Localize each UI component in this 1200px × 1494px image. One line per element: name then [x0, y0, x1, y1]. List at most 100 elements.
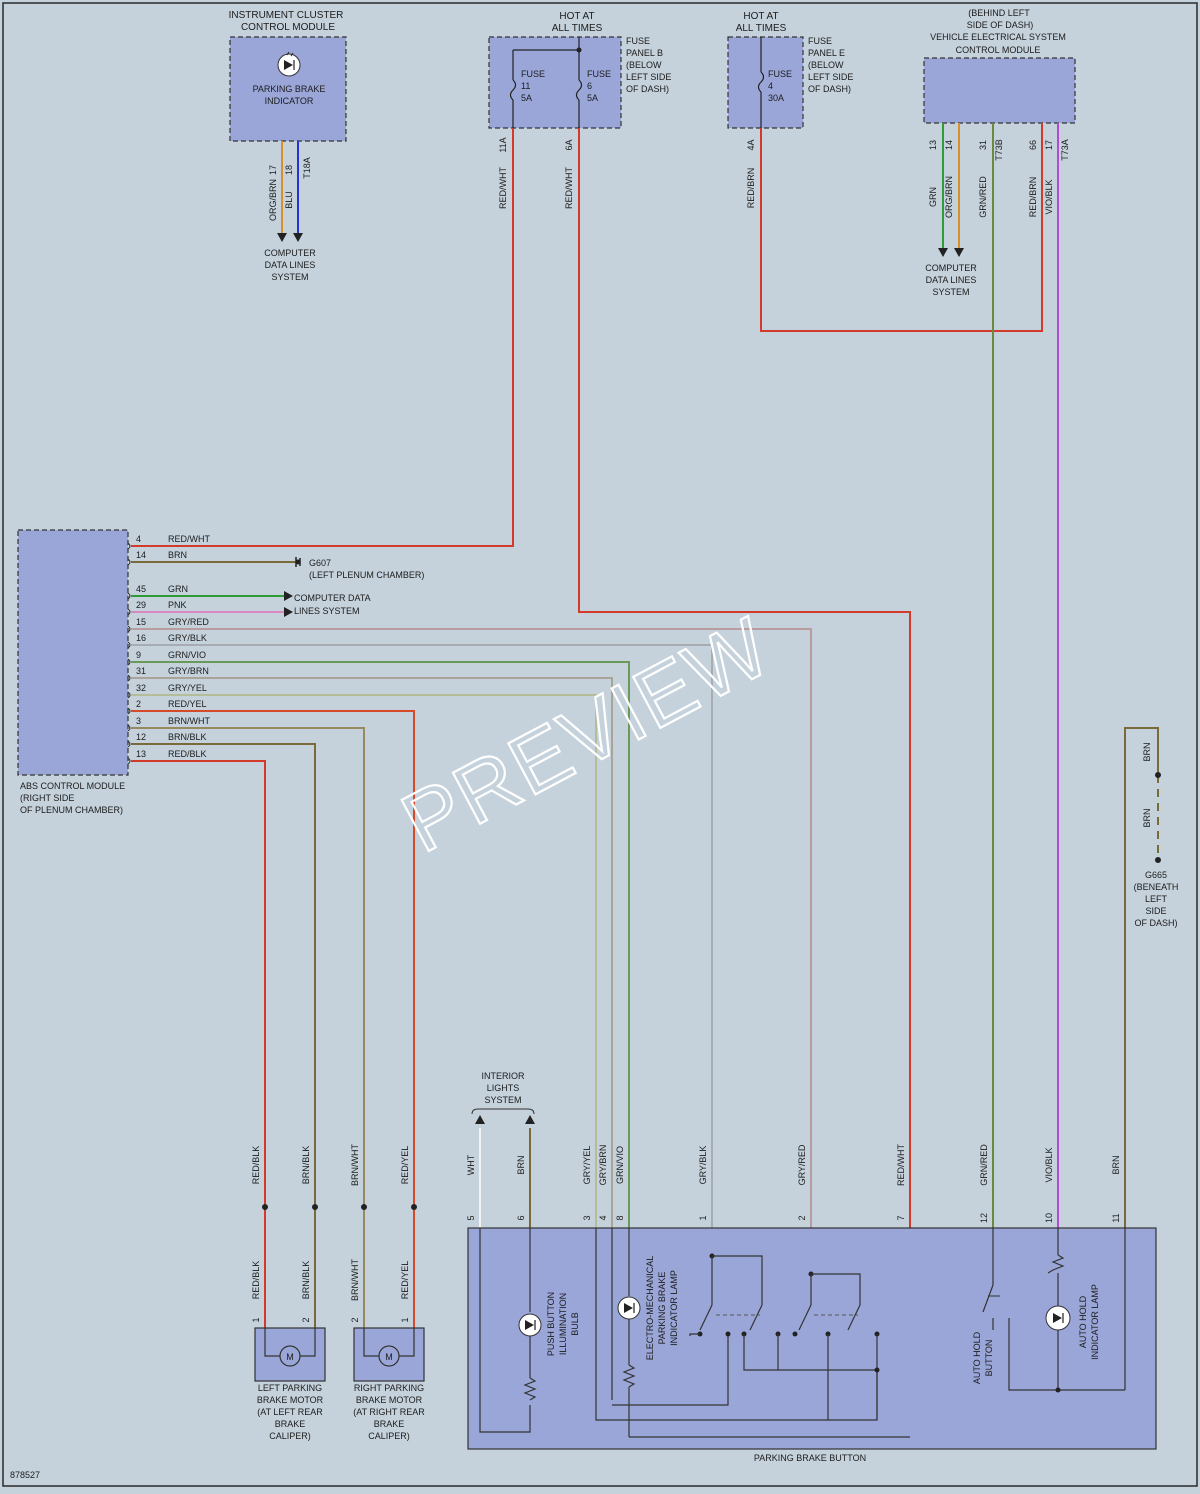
- arrow-down-icon: [954, 248, 964, 257]
- motor-symbol: M: [286, 1352, 294, 1362]
- fuse-e-hot-2: ALL TIMES: [736, 23, 787, 34]
- wire-gry-yel: [131, 694, 597, 1228]
- right-motor-l2: BRAKE MOTOR: [356, 1395, 423, 1405]
- button-pin-number: 6: [516, 1215, 526, 1220]
- button-wire-color: BRN: [516, 1155, 526, 1174]
- cdl-2-line1: COMPUTER: [925, 263, 977, 273]
- ground-g607: G607 (LEFT PLENUM CHAMBER): [295, 557, 424, 580]
- fuse-b-hot-1: HOT AT: [559, 11, 594, 22]
- cluster-pin-17: 17: [268, 165, 278, 175]
- fuse-pin-labels: 11A 6A 4A RED/WHT RED/WHT RED/BRN: [498, 137, 756, 209]
- vesc-wire-66: RED/BRN: [1028, 177, 1038, 218]
- abs-pin-number: 12: [136, 732, 146, 742]
- fuse-panel-b: HOT AT ALL TIMES FUSE 11 5A FUSE 6 5A FU…: [488, 11, 671, 129]
- arrow-right-icon: [284, 591, 293, 601]
- motor-wire-color-lower: BRN/BLK: [301, 1261, 311, 1300]
- fuse-b-hot-2: ALL TIMES: [552, 23, 603, 34]
- vesc-connector-t73a: T73A: [1060, 139, 1070, 161]
- cdl-2-line3: SYSTEM: [932, 287, 969, 297]
- fuse-b-side-1: FUSE: [626, 36, 650, 46]
- abs-pin-number: 9: [136, 650, 141, 660]
- vesc-box: [923, 57, 1076, 124]
- splice-dot: [312, 1204, 318, 1210]
- left-motor-l5: CALIPER): [269, 1431, 311, 1441]
- vesc-pin-14: 14: [944, 140, 954, 150]
- bulb-icon: [518, 1313, 542, 1337]
- cluster-inner-2: INDICATOR: [265, 96, 314, 106]
- push-bulb-l1: PUSH BUTTON: [546, 1292, 556, 1356]
- g665-wire-2: BRN: [1142, 808, 1152, 827]
- connector-pin: [127, 740, 131, 748]
- motor-icon: [378, 1345, 400, 1367]
- motor-pin-number: 1: [251, 1317, 261, 1322]
- abs-pin-number: 29: [136, 600, 146, 610]
- motor-icon: [279, 1345, 301, 1367]
- cdl-1-line3: SYSTEM: [271, 272, 308, 282]
- fuse-b-side-3: (BELOW: [626, 60, 662, 70]
- ground-g665: BRN BRN G665 (BENEATH LEFT SIDE OF DASH): [1134, 742, 1179, 928]
- right-motor-l3: (AT RIGHT REAR: [353, 1407, 425, 1417]
- arrow-down-icon: [277, 233, 287, 242]
- abs-wire-color: GRN/VIO: [168, 650, 206, 660]
- cluster-inner-1: PARKING BRAKE: [253, 84, 326, 94]
- wire-red-yel: [131, 710, 415, 1328]
- wire-gry-brn: [131, 677, 613, 1228]
- cdl-abs-line1: COMPUTER DATA: [294, 593, 371, 603]
- resistor-icon: [622, 1364, 636, 1388]
- cluster-connector: T18A: [302, 157, 312, 179]
- button-pin-number: 3: [582, 1215, 592, 1220]
- connector-pin: [127, 724, 131, 732]
- abs-pin-number: 32: [136, 683, 146, 693]
- splice-dot: [262, 1204, 268, 1210]
- button-title: PARKING BRAKE BUTTON: [754, 1453, 866, 1463]
- vesc-title-3: VEHICLE ELECTRICAL SYSTEM: [930, 32, 1066, 42]
- motor-wire-color-lower: RED/YEL: [400, 1261, 410, 1300]
- connector-pin: [127, 608, 131, 616]
- fuse-6-l2: 6: [587, 81, 592, 91]
- cdl-1-line1: COMPUTER: [264, 248, 316, 258]
- cluster-title-2: CONTROL MODULE: [241, 22, 335, 33]
- button-pin-number: 1: [698, 1215, 708, 1220]
- arrow-up-icon: [475, 1115, 485, 1124]
- abs-pin-number: 13: [136, 749, 146, 759]
- button-pin-number: 5: [466, 1215, 476, 1220]
- button-wire-color: VIO/BLK: [1044, 1147, 1054, 1182]
- ground-icon: [295, 559, 301, 565]
- interior-l2: LIGHTS: [487, 1083, 520, 1093]
- g665-l3: LEFT: [1145, 894, 1168, 904]
- connector-pin: [127, 625, 131, 633]
- resistor-icon: [1047, 1254, 1065, 1274]
- button-pin-number: 7: [896, 1215, 906, 1220]
- wire-gry-red: [131, 628, 812, 1228]
- connector-pin: [127, 542, 131, 550]
- vesc-pin-31: 31: [978, 140, 988, 150]
- left-motor-l3: (AT LEFT REAR: [257, 1407, 323, 1417]
- arrow-down-icon: [938, 248, 948, 257]
- wire-red-wht-button: [578, 128, 911, 1228]
- fuse-pin-6a: 6A: [564, 139, 574, 150]
- instrument-cluster-module: INSTRUMENT CLUSTER CONTROL MODULE PARKIN…: [229, 10, 347, 142]
- wire-gry-blk: [131, 644, 713, 1228]
- abs-wire-color: GRY/YEL: [168, 683, 207, 693]
- abs-pin-number: 31: [136, 666, 146, 676]
- fuse-icon: [509, 79, 517, 101]
- button-wire-color: GRN/VIO: [615, 1146, 625, 1184]
- motor-pin-number: 1: [400, 1317, 410, 1322]
- motor-wire-color-lower: BRN/WHT: [350, 1259, 360, 1301]
- push-bulb-l2: ILLUMINATION: [558, 1293, 568, 1355]
- fuse-icon: [575, 79, 583, 101]
- fuse-wire-6a: RED/WHT: [564, 167, 574, 209]
- left-motor-box: [254, 1327, 326, 1382]
- cluster-title-1: INSTRUMENT CLUSTER: [229, 10, 344, 21]
- motor-wire-labels: RED/BLKRED/BLK1BRN/BLKBRN/BLK2BRN/WHTBRN…: [251, 1144, 417, 1323]
- motor-wire-color-upper: BRN/BLK: [301, 1146, 311, 1185]
- vesc-pin-13: 13: [928, 140, 938, 150]
- abs-wire-color: GRY/BRN: [168, 666, 209, 676]
- connector-pin: [127, 592, 131, 600]
- fuse-e-box: [727, 36, 804, 129]
- g665-l2: (BENEATH: [1134, 882, 1179, 892]
- button-pin-number: 11: [1111, 1213, 1121, 1222]
- fuse-icon: [757, 71, 765, 93]
- connector-pin: [127, 707, 131, 715]
- fuse-e-side-3: (BELOW: [808, 60, 844, 70]
